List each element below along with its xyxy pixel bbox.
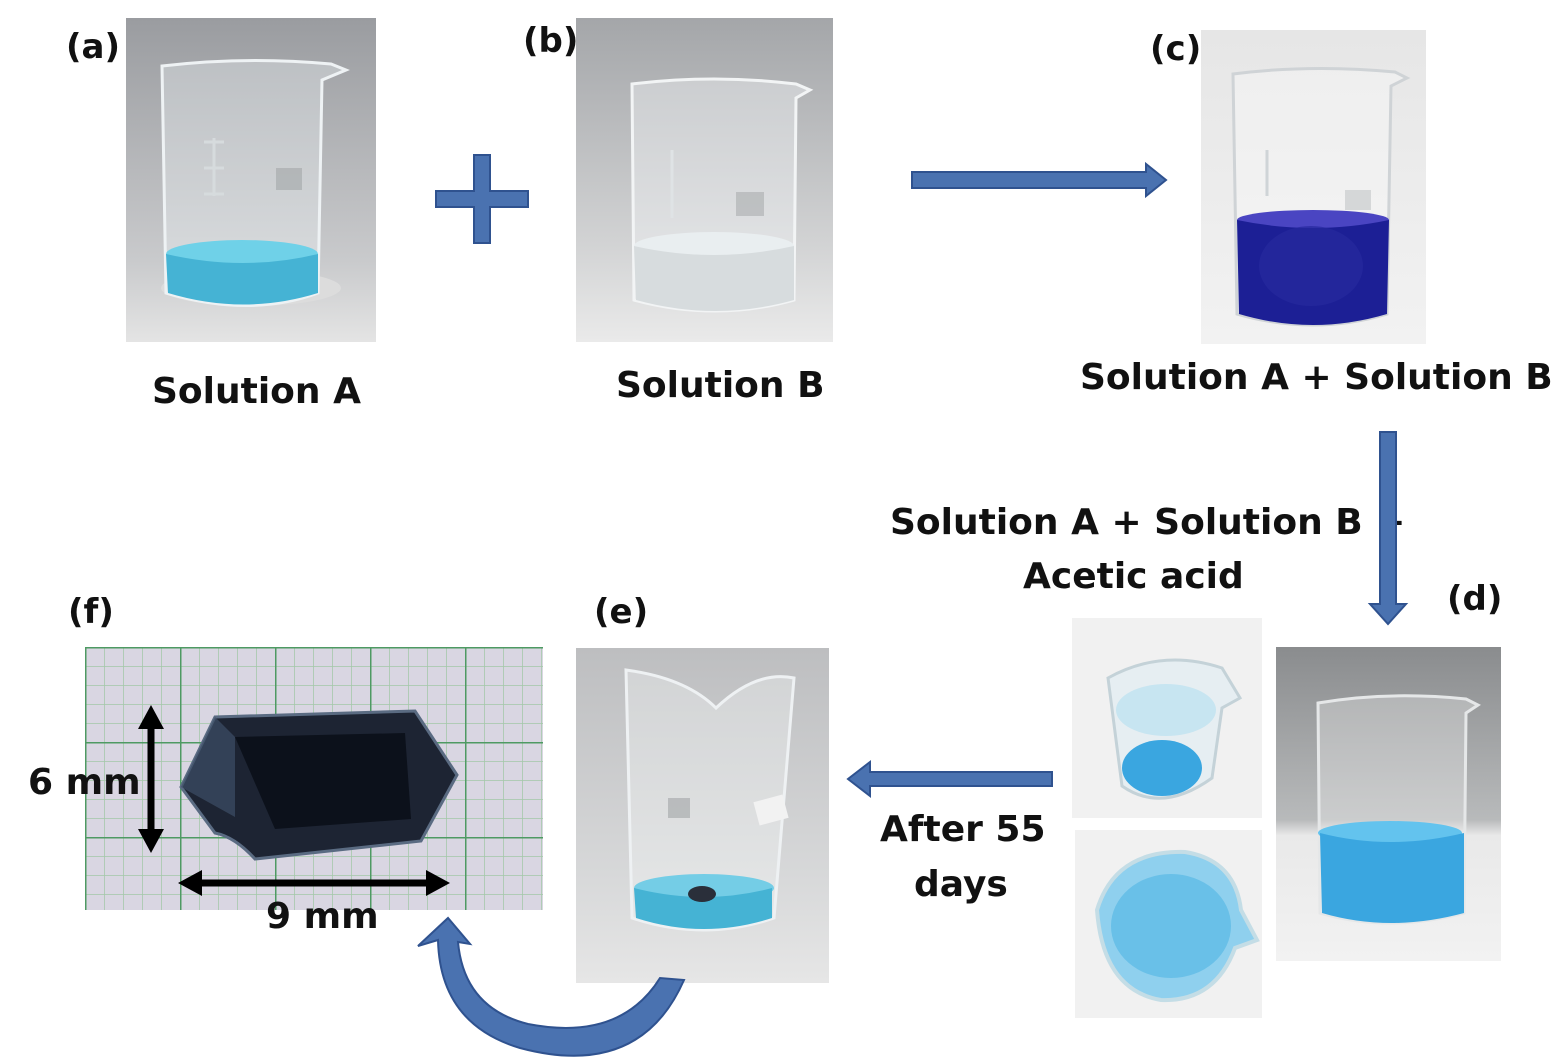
- beaker-photo-solution-a: [126, 18, 376, 342]
- caption-after-days-line2: days: [914, 864, 1008, 905]
- plus-icon: [434, 153, 530, 245]
- caption-after-days-line1: After 55: [880, 809, 1046, 850]
- beaker-photo-solution-a-plus-b: [1201, 30, 1426, 344]
- caption-solution-a: Solution A: [152, 371, 361, 412]
- curved-arrow-icon: [417, 916, 686, 1057]
- arrow-down-icon: [1367, 431, 1409, 626]
- height-label: 6 mm: [28, 762, 141, 803]
- width-label: 9 mm: [266, 896, 379, 937]
- panel-label-b: (b): [523, 21, 579, 61]
- caption-solution-b: Solution B: [616, 365, 825, 406]
- height-dimension-arrow: [136, 703, 166, 855]
- beaker-photo-solution-b: [576, 18, 833, 342]
- inset-photo-top-view-2: [1075, 830, 1262, 1018]
- crystal-photo-on-grid: [85, 647, 543, 910]
- caption-with-acetic-acid-line2: Acetic acid: [1023, 556, 1244, 597]
- panel-label-a: (a): [66, 27, 121, 67]
- panel-label-d: (d): [1447, 579, 1503, 619]
- arrow-left-icon: [846, 759, 1053, 799]
- width-dimension-arrow: [176, 868, 452, 898]
- panel-label-f: (f): [68, 592, 114, 632]
- caption-with-acetic-acid-line1: Solution A + Solution B +: [890, 502, 1406, 543]
- beaker-photo-with-acetic-acid: [1276, 647, 1501, 961]
- beaker-photo-crystal-grown: [576, 648, 829, 983]
- panel-label-c: (c): [1150, 29, 1202, 69]
- inset-photo-top-view-1: [1072, 618, 1262, 818]
- panel-label-e: (e): [594, 592, 649, 632]
- caption-solution-a-plus-b: Solution A + Solution B: [1080, 357, 1553, 398]
- arrow-right-icon: [911, 161, 1168, 199]
